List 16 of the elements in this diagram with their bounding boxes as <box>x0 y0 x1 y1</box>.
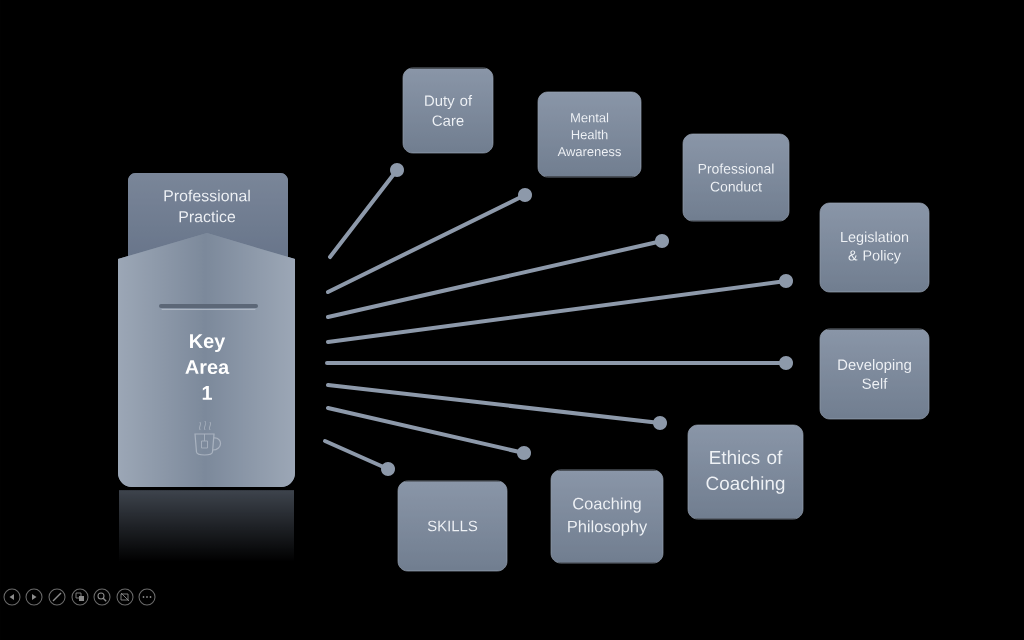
topic-box: Coaching Philosophy <box>550 469 664 564</box>
topic-box: Professional Conduct <box>682 133 790 222</box>
topic-box: Ethics of Coaching <box>687 424 804 520</box>
connector <box>326 188 532 295</box>
connector <box>326 234 669 320</box>
topic-box: Mental Health Awareness <box>537 91 642 178</box>
connector <box>326 274 793 345</box>
connector <box>328 163 404 260</box>
connector <box>326 406 531 460</box>
topic-box: Developing Self <box>819 328 930 420</box>
topic-box: Legislation & Policy <box>819 202 930 293</box>
connector <box>326 383 667 430</box>
topic-box: Duty of Care <box>402 67 494 154</box>
connector <box>323 439 395 476</box>
topic-box: SKILLS <box>397 480 508 572</box>
connector <box>325 356 793 370</box>
